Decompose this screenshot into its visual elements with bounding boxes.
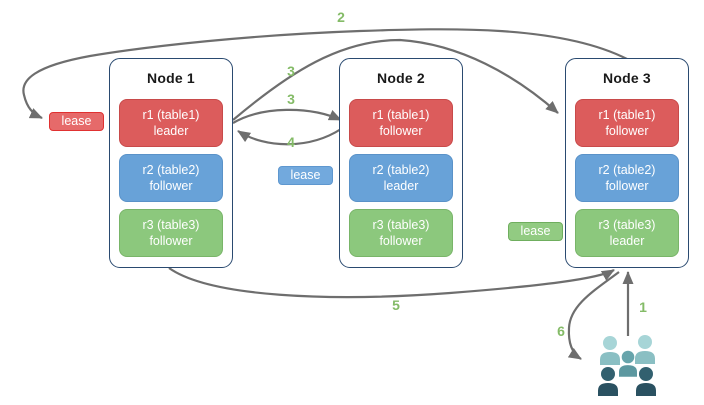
arrow-step4-node2-to-node1 xyxy=(237,128,342,146)
user-front-right-icon xyxy=(636,367,656,396)
replica-role: leader xyxy=(609,234,645,248)
replica-label: r3 (table3) xyxy=(142,217,200,232)
node-card-1: Node 1 r1 (table1) leader r2 (table2) fo… xyxy=(109,58,233,268)
node-title: Node 2 xyxy=(377,70,425,86)
node-title: Node 3 xyxy=(603,70,651,86)
replica-role: follower xyxy=(379,124,423,138)
step-label-5: 5 xyxy=(392,297,400,313)
user-front-left-icon xyxy=(598,367,618,396)
replica-role: leader xyxy=(383,179,419,193)
step-label-4: 4 xyxy=(287,134,295,150)
step-label-2: 2 xyxy=(337,9,345,25)
node-title: Node 1 xyxy=(147,70,195,86)
node-card-2: Node 2 r1 (table1) follower r2 (table2) … xyxy=(339,58,463,268)
step-label-3a: 3 xyxy=(287,63,295,79)
replica-r1-node1: r1 (table1) leader xyxy=(119,99,223,147)
replica-r3-node2: r3 (table3) follower xyxy=(349,209,453,257)
replica-label: r2 (table2) xyxy=(142,162,200,177)
replica-r2-node3: r2 (table2) follower xyxy=(575,154,679,202)
replica-role: leader xyxy=(153,124,189,138)
replica-label: r1 (table1) xyxy=(372,107,430,122)
replica-label: r2 (table2) xyxy=(598,162,656,177)
replica-role: follower xyxy=(379,234,423,248)
user-middle-icon xyxy=(619,350,637,377)
replica-r1-node3: r1 (table1) follower xyxy=(575,99,679,147)
replica-label: r1 (table1) xyxy=(142,107,200,122)
replica-label: r1 (table1) xyxy=(598,107,656,122)
replica-r1-node2: r1 (table1) follower xyxy=(349,99,453,147)
arrow-step2-node3-to-lease1 xyxy=(22,28,628,120)
lease-badge-r2: lease xyxy=(278,166,333,185)
replica-label: r2 (table2) xyxy=(372,162,430,177)
replica-label: r3 (table3) xyxy=(372,217,430,232)
step-label-3b: 3 xyxy=(287,91,295,107)
replica-role: follower xyxy=(605,124,649,138)
user-back-right-icon xyxy=(635,335,655,364)
replica-label: r3 (table3) xyxy=(598,217,656,232)
lease-badge-r3: lease xyxy=(508,222,563,241)
arrow-step5-node1-to-node3 xyxy=(168,267,615,299)
replica-r2-node2: r2 (table2) leader xyxy=(349,154,453,202)
step-label-1: 1 xyxy=(639,299,647,315)
arrow-step3-node1-to-node2 xyxy=(232,108,342,124)
replica-r3-node1: r3 (table3) follower xyxy=(119,209,223,257)
node-card-3: Node 3 r1 (table1) follower r2 (table2) … xyxy=(565,58,689,268)
arrow-step3-node1-to-node3 xyxy=(232,38,559,121)
replica-r3-node3: r3 (table3) leader xyxy=(575,209,679,257)
step-label-6: 6 xyxy=(557,323,565,339)
replica-r2-node1: r2 (table2) follower xyxy=(119,154,223,202)
arrow-step6-node3-to-users xyxy=(567,271,620,360)
replica-role: follower xyxy=(149,234,193,248)
replica-role: follower xyxy=(149,179,193,193)
user-back-left-icon xyxy=(600,336,620,365)
replica-role: follower xyxy=(605,179,649,193)
lease-badge-r1: lease xyxy=(49,112,104,131)
users-group-icon xyxy=(598,335,656,396)
